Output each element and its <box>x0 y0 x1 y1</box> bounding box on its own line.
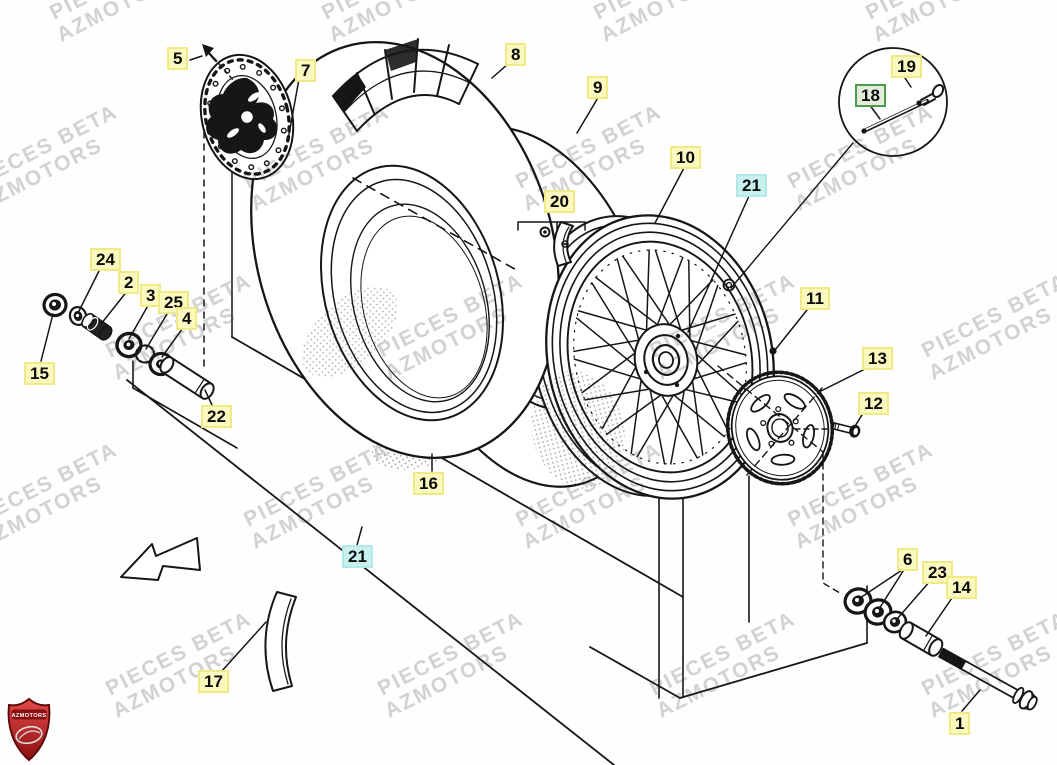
left-axle-hardware <box>42 292 215 400</box>
callout-leader-lines <box>40 55 981 712</box>
detail-circle-spoke-nipple <box>730 47 948 289</box>
rim-lock-part <box>517 221 586 267</box>
direction-arrow <box>120 537 201 581</box>
brake-disc-part <box>199 53 295 181</box>
logo-text: AZMOTORS <box>11 713 46 719</box>
right-axle-hardware <box>843 587 1038 711</box>
flap-part <box>264 591 297 692</box>
logo-swoosh <box>15 725 43 745</box>
brake-disc-holes <box>207 63 287 171</box>
assembly-box-lines <box>126 95 868 765</box>
sprocket-part <box>717 365 841 594</box>
logo-shield <box>7 697 51 762</box>
tire-tread <box>332 38 479 132</box>
spoked-wheel-part <box>531 214 775 500</box>
disc-screw-part <box>202 44 234 81</box>
axle-part <box>938 647 1038 711</box>
azmotors-logo: AZMOTORS <box>6 697 52 765</box>
wheel-spokes <box>573 249 747 465</box>
